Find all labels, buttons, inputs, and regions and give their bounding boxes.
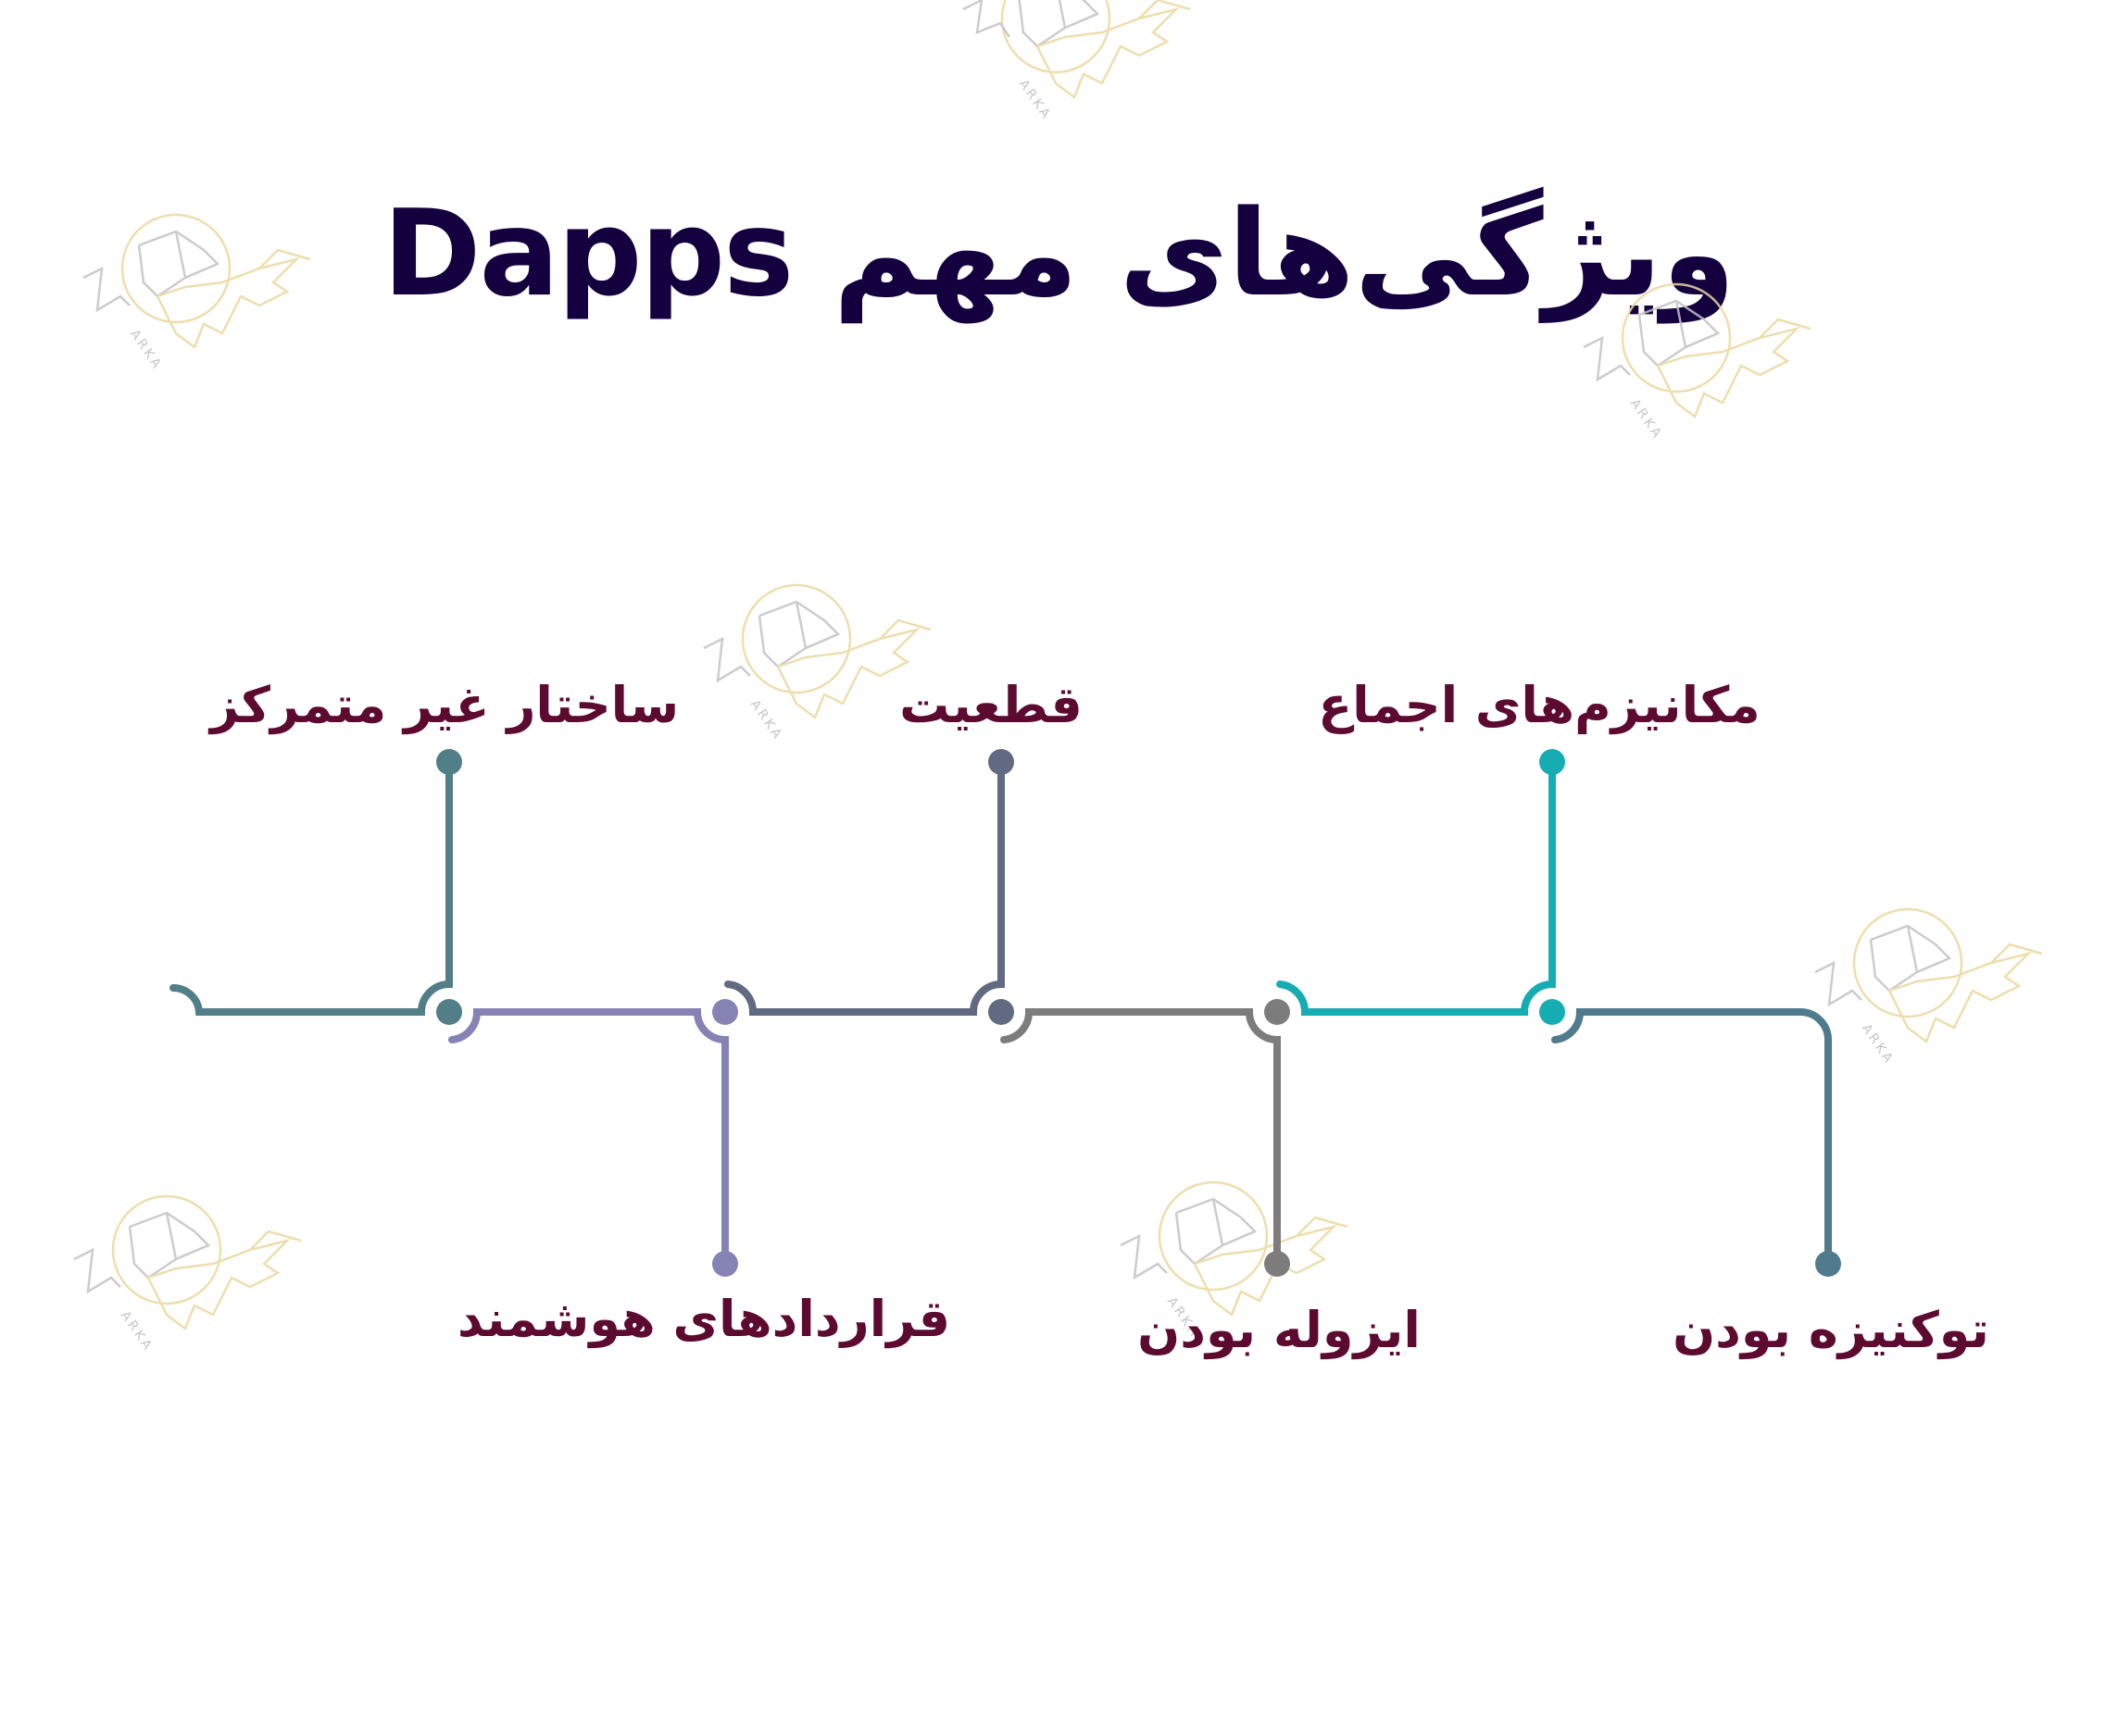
- timeline-segment: [1000, 1008, 1281, 1268]
- timeline-node-dot: [712, 999, 738, 1025]
- timeline-node-dot: [1264, 999, 1290, 1025]
- timeline-node-dot: [436, 999, 462, 1025]
- arka-coin-watermark-icon: ARKA: [82, 213, 311, 373]
- arka-coin-watermark-icon: ARKA: [1120, 1180, 1348, 1341]
- feature-label-consensus-mechanisms: مکانیزم‌های اجماع: [1318, 676, 1761, 734]
- arka-coin-watermark-icon: ARKA: [703, 583, 932, 743]
- feature-label-smart-contracts: قراردادهای هوشمند: [457, 1290, 951, 1348]
- timeline-node-dot: [1539, 999, 1565, 1025]
- feature-label-tokenization: توکنیزه بودن: [1673, 1301, 1989, 1359]
- feature-label-determinism: قطعیت: [899, 676, 1083, 734]
- arka-coin-watermark-icon: ARKA: [1814, 907, 2043, 1068]
- arka-coin-watermark-icon: ARKA: [1583, 282, 1811, 443]
- timeline-node-dot: [988, 999, 1014, 1025]
- timeline-end-dot: [712, 1251, 738, 1277]
- arka-coin-watermark-icon: ARKA: [73, 1194, 302, 1355]
- timeline-segment: [724, 758, 1005, 1016]
- timeline-segment: [448, 1008, 729, 1268]
- timeline-end-dot: [1815, 1251, 1841, 1277]
- feature-label-isolation: ایزوله بودن: [1137, 1301, 1421, 1359]
- timeline-segment: [1276, 758, 1556, 1016]
- timeline-end-dot: [1264, 1251, 1290, 1277]
- page-title: ویژگی‌های مهم Dapps: [382, 185, 1737, 323]
- feature-label-decentralized-structure: ساختار غیر متمرکز: [209, 676, 680, 734]
- timeline-segment: [1551, 1008, 1832, 1268]
- arka-coin-watermark-icon: ARKA: [962, 0, 1191, 123]
- timeline-end-dot: [1539, 749, 1565, 775]
- timeline-end-dot: [988, 749, 1014, 775]
- timeline-segment: [169, 758, 453, 1016]
- timeline-end-dot: [436, 749, 462, 775]
